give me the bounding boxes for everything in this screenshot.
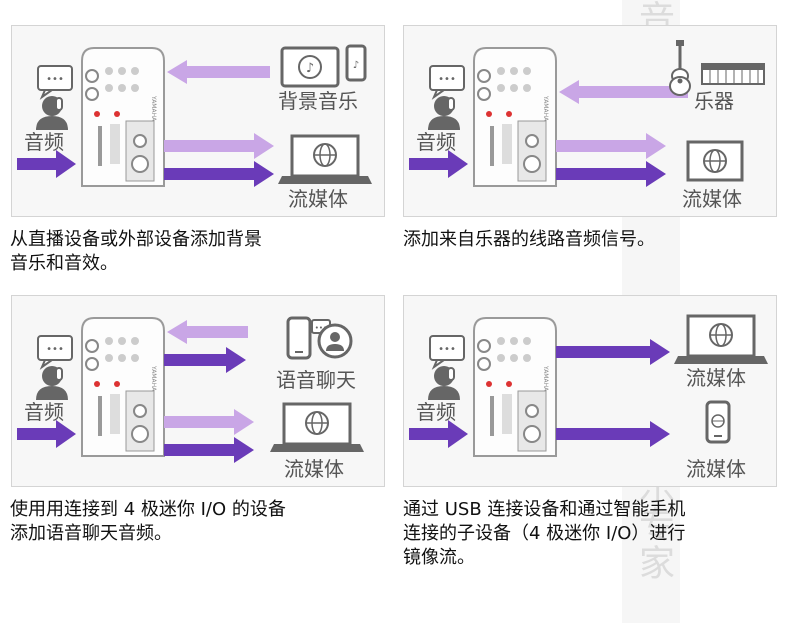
arrow-out-light — [164, 409, 254, 435]
caption-line: 使用用连接到 4 极迷你 I/O 的设备 — [10, 499, 286, 520]
arrow-voice-in — [17, 150, 76, 178]
caption-voice-chat: 使用用连接到 4 极迷你 I/O 的设备 添加语音聊天音频。 — [10, 498, 286, 546]
svg-text:YAMAHA: YAMAHA — [150, 365, 157, 392]
caption-line: 镜像流。 — [403, 547, 475, 568]
arrow-chat-out — [164, 347, 246, 373]
speaker-icon: ••• — [36, 65, 73, 130]
monitor-globe-icon — [686, 140, 744, 182]
arrow-mini-out — [556, 421, 670, 447]
caption-line: 添加语音聊天音频。 — [10, 523, 172, 544]
diagram-mirror: ••• YAMAHA — [409, 314, 768, 457]
label-dest: 流媒体 — [284, 457, 344, 481]
mixer-device: YAMAHA — [473, 47, 557, 187]
speaker-icon: ••• — [428, 65, 465, 130]
laptop-globe-icon — [674, 314, 768, 364]
label-dest: 流媒体 — [682, 187, 742, 211]
arrow-out-light — [164, 133, 274, 159]
svg-text:YAMAHA: YAMAHA — [542, 95, 549, 122]
arrow-instrument-in — [559, 80, 688, 104]
label-voice: 音频 — [416, 130, 456, 154]
phone-globe-icon — [705, 400, 731, 444]
panel-bgm: ••• YAMAHA — [11, 25, 385, 217]
arrow-usb-out — [556, 339, 670, 365]
chat-avatar-icon: ••• — [311, 319, 353, 359]
arrow-voice-in — [409, 150, 468, 178]
label-source: 背景音乐 — [278, 89, 358, 113]
mixer-device: YAMAHA — [473, 317, 557, 457]
speaker-icon: ••• — [36, 335, 73, 400]
guitar-icon — [669, 40, 691, 96]
label-voice: 音频 — [24, 400, 64, 424]
label-dest-mini: 流媒体 — [686, 457, 746, 481]
speaker-icon: ••• — [428, 335, 465, 400]
phone-music-icon: ♪ — [345, 44, 367, 82]
panel-mirror: ••• YAMAHA — [403, 295, 777, 487]
panel-voice-chat: ••• YAMAHA ••• — [11, 295, 385, 487]
arrow-out-dark — [164, 161, 274, 187]
svg-text:♪: ♪ — [306, 61, 314, 76]
mixer-device: YAMAHA — [81, 47, 165, 187]
diagram-instrument: ••• YAMAHA — [409, 40, 765, 187]
arrow-voice-in — [17, 420, 76, 448]
caption-line: 通过 USB 连接设备和通过智能手机 — [403, 499, 686, 520]
phone-icon — [286, 316, 312, 360]
svg-text:YAMAHA: YAMAHA — [150, 95, 157, 122]
caption-line: 从直播设备或外部设备添加背景 — [10, 229, 262, 250]
keyboard-icon — [701, 63, 765, 85]
caption-line: 音乐和音效。 — [10, 253, 118, 274]
label-voice: 音频 — [24, 130, 64, 154]
svg-text:•••: ••• — [46, 74, 64, 85]
diagram-voice-chat: ••• YAMAHA ••• — [17, 316, 364, 463]
svg-text:•••: ••• — [46, 344, 64, 355]
laptop-globe-icon — [278, 134, 372, 184]
arrow-chat-in — [167, 320, 248, 344]
arrow-voice-in — [409, 420, 468, 448]
svg-text:YAMAHA: YAMAHA — [542, 365, 549, 392]
caption-instrument: 添加来自乐器的线路音频信号。 — [403, 228, 655, 252]
arrow-bgm-in — [167, 60, 270, 84]
svg-text:•••: ••• — [438, 74, 456, 85]
label-source: 语音聊天 — [276, 368, 356, 392]
svg-text:♪: ♪ — [353, 60, 359, 71]
label-voice: 音频 — [416, 400, 456, 424]
label-source: 乐器 — [694, 89, 734, 113]
caption-line: 连接的子设备（4 极迷你 I/O）进行 — [403, 523, 686, 544]
diagram-bgm: ••• YAMAHA — [17, 44, 372, 187]
caption-line: 添加来自乐器的线路音频信号。 — [403, 229, 655, 250]
panel-instrument: ••• YAMAHA — [403, 25, 777, 217]
mixer-device: YAMAHA — [81, 317, 165, 457]
label-dest: 流媒体 — [288, 187, 348, 211]
caption-mirror: 通过 USB 连接设备和通过智能手机 连接的子设备（4 极迷你 I/O）进行 镜… — [403, 498, 685, 570]
arrow-out-dark — [556, 161, 666, 187]
laptop-globe-icon — [270, 402, 364, 452]
label-dest-usb: 流媒体 — [686, 366, 746, 390]
arrow-out-light — [556, 133, 666, 159]
svg-text:•••: ••• — [438, 344, 456, 355]
svg-text:•••: ••• — [315, 324, 327, 332]
arrow-out-dark — [164, 437, 254, 463]
caption-bgm: 从直播设备或外部设备添加背景 音乐和音效。 — [10, 228, 262, 276]
tablet-music-icon: ♪ — [280, 46, 340, 88]
